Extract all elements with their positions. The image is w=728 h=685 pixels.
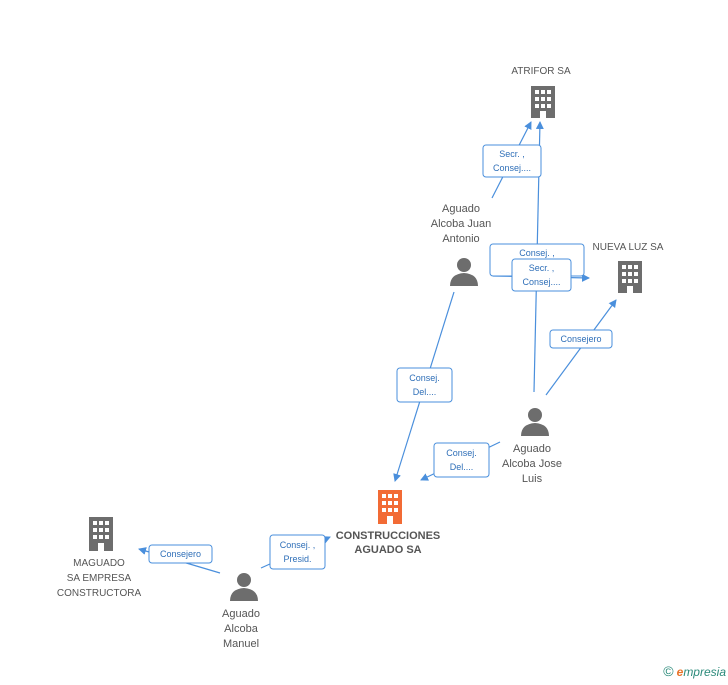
- node-label-manuel[interactable]: Aguado Alcoba Manuel: [222, 608, 260, 650]
- edge-label-box[interactable]: [433, 442, 490, 478]
- edge-label-jl-constr[interactable]: Consej. Del....: [433, 442, 490, 478]
- edge-label-text: Consej. ,: [280, 540, 316, 550]
- node-label-jose-luis[interactable]: Aguado Alcoba Jose Luis: [502, 443, 562, 485]
- building-icon[interactable]: [528, 86, 558, 118]
- edge-label-text: Consejero: [160, 549, 201, 559]
- edge-label-text: Del....: [413, 387, 437, 397]
- edge-label-box[interactable]: [396, 367, 453, 403]
- person-icon[interactable]: [520, 407, 550, 437]
- copyright-icon: ©: [663, 663, 674, 679]
- edge-label-ma-maguado[interactable]: Consejero: [148, 544, 213, 564]
- node-label-atrifor[interactable]: ATRIFOR SA: [511, 66, 571, 77]
- node-label-maguado[interactable]: MAGUADO SA EMPRESA CONSTRUCTORA: [56, 558, 142, 599]
- brand-logo-e: e: [676, 665, 684, 679]
- brand-logo-text: mpresia: [683, 665, 726, 679]
- node-label-juan-antonio[interactable]: Aguado Alcoba Juan Antonio: [430, 203, 492, 245]
- edge-label-text: Consej....: [493, 163, 531, 173]
- brand-footer: ©empresia: [663, 663, 726, 679]
- edge-label-jl-nueva[interactable]: Consejero: [549, 329, 613, 349]
- edge-label-text: Consej.: [446, 448, 477, 458]
- edge-label-text: Consej. ,: [519, 248, 555, 258]
- edge-label-ja-atrifor[interactable]: Secr. , Consej....: [482, 144, 542, 178]
- edge-label-ja-constr[interactable]: Consej. Del....: [396, 367, 453, 403]
- node-label-nueva-luz[interactable]: NUEVA LUZ SA: [592, 242, 664, 253]
- edge-label-box[interactable]: [148, 544, 213, 564]
- edge-label-text: Consej.: [409, 373, 440, 383]
- person-icon[interactable]: [229, 572, 259, 602]
- edge-label-text: Secr. ,: [499, 149, 525, 159]
- edge-label-text: Consejero: [560, 334, 601, 344]
- edge-label-text: Presid.: [283, 554, 311, 564]
- edge-label-text: Del....: [450, 462, 474, 472]
- edge-label-text: Secr. ,: [529, 263, 555, 273]
- edge-label-text: Consej....: [522, 277, 560, 287]
- edge-label-box[interactable]: [511, 258, 572, 292]
- node-label-construcciones[interactable]: CONSTRUCCIONES AGUADO SA: [335, 530, 441, 556]
- building-icon[interactable]: [86, 517, 116, 551]
- focus-building-icon[interactable]: [375, 490, 405, 524]
- building-icon[interactable]: [615, 261, 645, 293]
- edge-label-box[interactable]: [482, 144, 542, 178]
- edge-label-box[interactable]: [549, 329, 613, 349]
- edge-label-jl-atrifor[interactable]: Secr. , Consej....: [511, 258, 572, 292]
- edge-label-box[interactable]: [269, 534, 326, 570]
- edge-label-ma-constr[interactable]: Consej. , Presid.: [269, 534, 326, 570]
- person-icon[interactable]: [449, 257, 479, 287]
